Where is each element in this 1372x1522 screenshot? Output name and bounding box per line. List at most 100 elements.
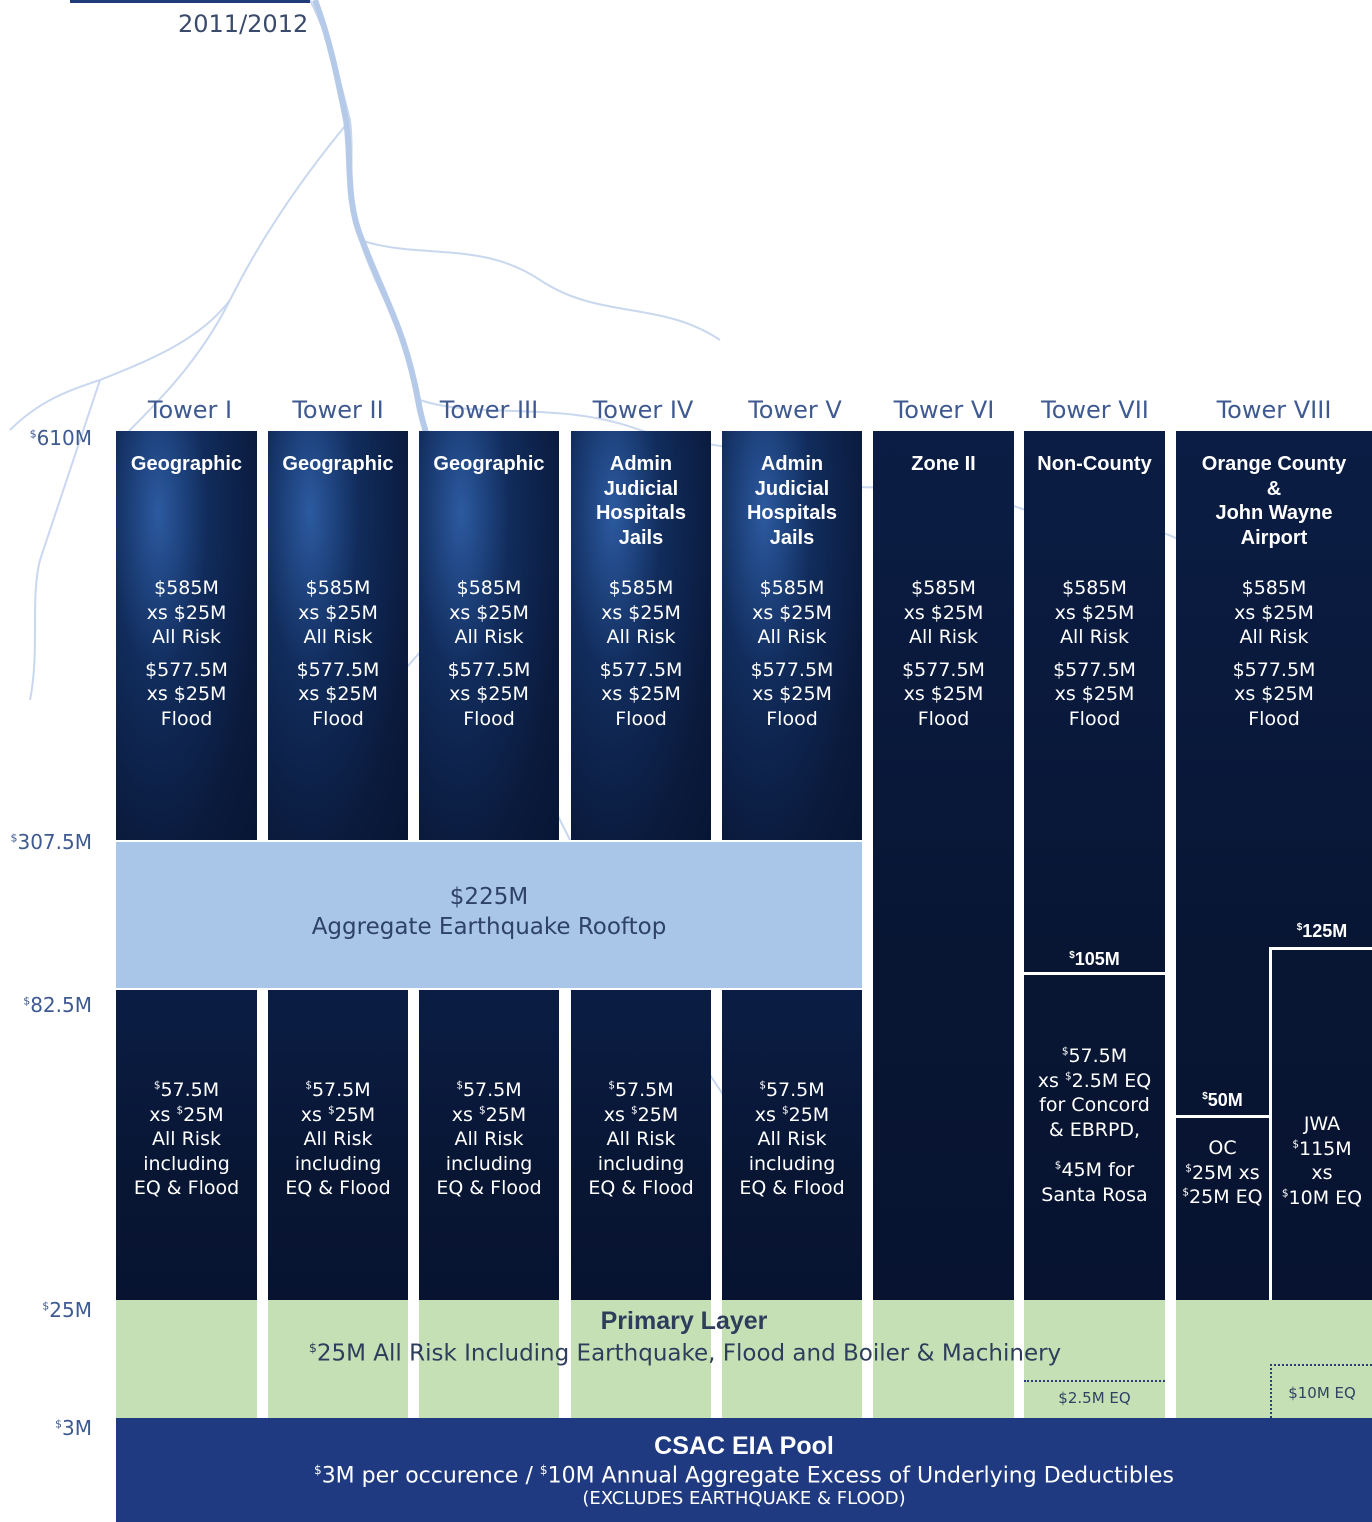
flood-label: Flood [312, 707, 364, 730]
tower-5-coverage: $585M xs $25M All Risk $577.5M xs $25M F… [722, 576, 862, 731]
t7-amount: $57.5M [1061, 1045, 1128, 1067]
tower-7-cap: $105M [1069, 949, 1120, 969]
tower-4-upper [571, 431, 711, 840]
primary-cell-2 [268, 1300, 408, 1418]
flood-excess: xs $25M [752, 683, 832, 705]
lower-including: including [294, 1152, 382, 1175]
csac-eia-pool: CSAC EIA Pool $3M per occurence / $10M A… [116, 1418, 1372, 1522]
jwa-excess: $10M EQ [1281, 1186, 1363, 1209]
tower-1-lower [116, 989, 257, 1300]
all-risk-excess: xs $25M [903, 601, 984, 624]
all-risk-label: All Risk [606, 626, 676, 648]
tower-7-heading: Tower VII [1041, 396, 1149, 424]
tower-1-upper [116, 431, 257, 840]
flood-amount: $577.5M [599, 658, 683, 681]
lower-amount: $57.5M [153, 1079, 220, 1101]
tower-5-lower [722, 989, 862, 1300]
flood-excess: xs $25M [449, 683, 529, 705]
tower-3-lower [419, 989, 559, 1300]
lower-excess: xs $25M [451, 1103, 527, 1126]
lower-all-risk: All Risk [303, 1128, 373, 1150]
tower-3-lower-text: $57.5M xs $25M All Risk including EQ & F… [419, 1078, 559, 1201]
tower-8-cap-left: $50M [1202, 1090, 1243, 1110]
all-risk-amount: $585M [1062, 577, 1127, 599]
tower-7-type: Non-County [1037, 453, 1152, 475]
tower-5-type: Admin Judicial Hospitals Jails [746, 453, 838, 549]
axis-label-610m: $610M [29, 426, 92, 450]
tower-6-heading: Tower VI [893, 396, 995, 424]
axis-label-82m: $82.5M [23, 993, 92, 1017]
all-risk-amount: $585M [759, 577, 825, 599]
all-risk-excess: xs $25M [752, 601, 832, 624]
jwa-amount: $115M [1292, 1137, 1352, 1160]
lower-amount: $57.5M [456, 1079, 522, 1101]
flood-amount: $577.5M [447, 658, 531, 681]
primary-cell-6 [873, 1300, 1014, 1418]
header-underline [70, 0, 310, 3]
flood-excess: xs $25M [1054, 683, 1135, 705]
all-risk-amount: $585M [911, 577, 976, 599]
lower-amount: $57.5M [759, 1079, 825, 1101]
tower-1-lower-text: $57.5M xs $25M All Risk including EQ & F… [116, 1078, 257, 1201]
tower-4-heading: Tower IV [592, 396, 694, 424]
tower-2-coverage: $585M xs $25M All Risk $577.5M xs $25M F… [268, 576, 408, 731]
primary-cell-4 [571, 1300, 711, 1418]
lower-eq-flood: EQ & Flood [133, 1177, 240, 1199]
tower-7-coverage: $585M xs $25M All Risk $577.5M xs $25M F… [1024, 576, 1165, 731]
lower-eq-flood: EQ & Flood [285, 1177, 391, 1199]
tower-3-coverage: $585M xs $25M All Risk $577.5M xs $25M F… [419, 576, 559, 731]
t7-santa-rosa: Santa Rosa [1041, 1183, 1148, 1206]
flood-label: Flood [1248, 707, 1300, 730]
tower-7-lower-text: $57.5M xs $2.5M EQ for Concord & EBRPD, … [1024, 1044, 1165, 1207]
flood-excess: xs $25M [903, 683, 984, 705]
year-label: 2011/2012 [178, 10, 309, 38]
tower-8-jwa-text: JWA $115M xs $10M EQ [1272, 1112, 1372, 1210]
flood-label: Flood [766, 707, 818, 730]
axis-label-307m: $307.5M [10, 830, 92, 854]
tower-2-lower [268, 989, 408, 1300]
all-risk-label: All Risk [909, 626, 978, 648]
earthquake-label: Aggregate Earthquake Rooftop [311, 914, 667, 940]
lower-including: including [597, 1152, 685, 1175]
tower-8-heading: Tower VIII [1216, 396, 1332, 424]
tower-3-upper [419, 431, 559, 840]
lower-amount: $57.5M [608, 1079, 674, 1101]
tower-1-coverage: $585M xs $25M All Risk $577.5M xs $25M F… [116, 576, 257, 731]
all-risk-label: All Risk [152, 626, 221, 648]
all-risk-excess: xs $25M [1054, 601, 1135, 624]
t7-excess: xs $2.5M EQ [1037, 1069, 1152, 1092]
tower-8-type: Orange County & John Wayne Airport [1201, 453, 1347, 549]
all-risk-excess: xs $25M [298, 601, 378, 624]
primary-layer-title: Primary Layer [600, 1307, 768, 1335]
jwa-label: JWA [1303, 1113, 1341, 1135]
flood-amount: $577.5M [902, 658, 985, 681]
tower-4-lower-text: $57.5M xs $25M All Risk including EQ & F… [571, 1078, 711, 1201]
tower-7-eq-deductible: $2.5M EQ [1058, 1389, 1131, 1407]
tower-8-jwa-divider [1269, 947, 1272, 1300]
primary-layer-text: $25M All Risk Including Earthquake, Floo… [308, 1340, 1062, 1367]
tower-8-jwa-top-line [1269, 947, 1372, 950]
all-risk-label: All Risk [1239, 626, 1309, 648]
tower-4-lower [571, 989, 711, 1300]
primary-cell-3 [419, 1300, 559, 1418]
tower-2-type: Geographic [282, 453, 394, 475]
tower-4-type: Admin Judicial Hospitals Jails [595, 453, 687, 549]
all-risk-excess: xs $25M [449, 601, 529, 624]
tower-2-upper [268, 431, 408, 840]
flood-label: Flood [463, 707, 515, 730]
lower-all-risk: All Risk [454, 1128, 524, 1150]
flood-label: Flood [160, 707, 213, 730]
lower-excess: xs $25M [754, 1103, 830, 1126]
axis-label-3m: $3M [55, 1416, 92, 1440]
lower-amount: $57.5M [305, 1079, 371, 1101]
all-risk-amount: $585M [154, 577, 219, 599]
lower-all-risk: All Risk [606, 1128, 676, 1150]
flood-amount: $577.5M [1232, 658, 1316, 681]
all-risk-label: All Risk [454, 626, 524, 648]
tower-8-eq-dotted-line [1270, 1364, 1372, 1366]
tower-6-type: Zone II [911, 453, 976, 475]
tower-6-column [873, 431, 1014, 1300]
all-risk-excess: xs $25M [601, 601, 681, 624]
flood-amount: $577.5M [1053, 658, 1136, 681]
all-risk-excess: xs $25M [146, 601, 227, 624]
